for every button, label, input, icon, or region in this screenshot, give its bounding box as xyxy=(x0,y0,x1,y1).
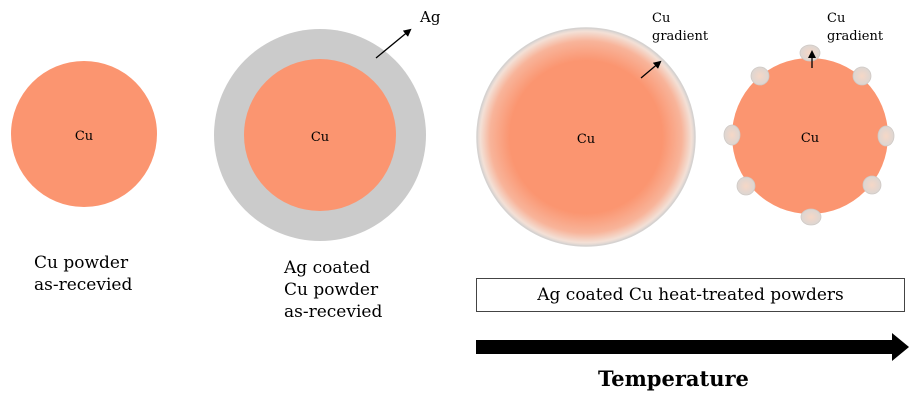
ag-bump xyxy=(736,176,756,196)
cu-powder-caption-line1: Cu powder xyxy=(34,253,129,273)
gradient-label-2-line1: Cu xyxy=(827,11,845,26)
ag-coated-cu-core xyxy=(244,59,396,211)
temperature-arrow-shaft xyxy=(476,340,894,354)
ag-bump xyxy=(750,66,770,86)
gradient-label-1-line1: Cu xyxy=(652,11,670,26)
ag-bump xyxy=(862,175,882,195)
heat-treated-caption-box: Ag coated Cu heat-treated powders xyxy=(476,278,905,312)
ag-coated-caption-line3: as-recevied xyxy=(284,302,383,322)
gradient-particle xyxy=(476,27,696,247)
ag-bump xyxy=(800,208,822,226)
ag-bump xyxy=(877,125,895,147)
gradient-particle-label: Cu xyxy=(577,132,595,147)
ag-coated-core-label: Cu xyxy=(311,130,329,145)
bump-particle xyxy=(732,58,888,214)
cu-powder-caption-line2: as-recevied xyxy=(34,275,133,295)
bump-particle-label: Cu xyxy=(801,131,819,146)
ag-bump xyxy=(799,44,821,62)
temperature-label: Temperature xyxy=(598,366,749,391)
ag-pointer-arrow xyxy=(375,28,412,59)
gradient-label-1-line2: gradient xyxy=(652,29,709,44)
cu-particle xyxy=(11,61,157,207)
temperature-arrow-head xyxy=(892,333,909,361)
ag-bump xyxy=(723,124,741,146)
ag-coated-caption-line1: Ag coated xyxy=(284,258,371,278)
ag-coated-caption-line2: Cu powder xyxy=(284,280,379,300)
gradient-pointer-arrow xyxy=(640,60,662,79)
ag-shell-label: Ag xyxy=(419,8,441,26)
gradient-label-2-line2: gradient xyxy=(827,29,884,44)
cu-particle-label: Cu xyxy=(75,129,93,144)
ag-bump xyxy=(852,66,872,86)
